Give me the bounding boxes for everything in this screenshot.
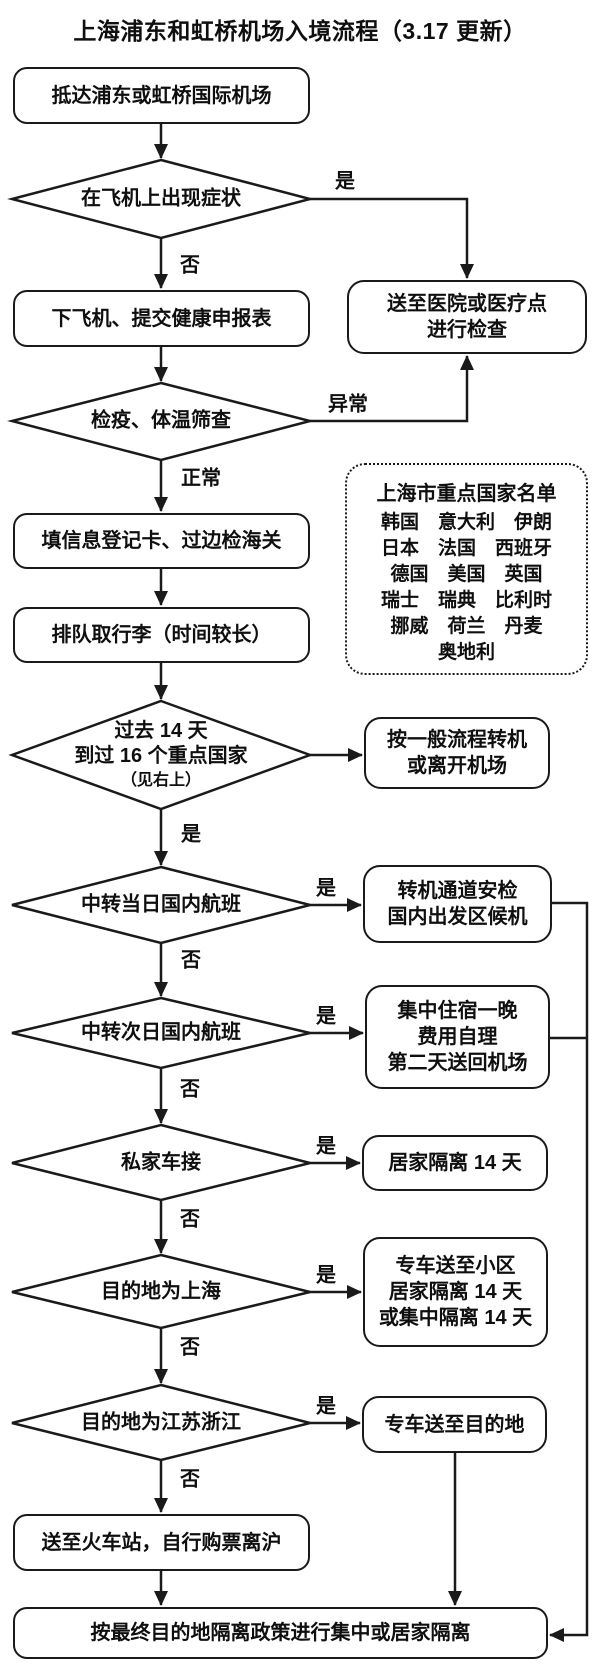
node-general-transfer: 按一般流程转机 或离开机场 — [364, 717, 550, 789]
node-train-station: 送至火车站，自行购票离沪 — [13, 1514, 310, 1571]
diamond-private-car — [11, 1123, 311, 1202]
edge-label-yes-shanghai: 是 — [316, 1264, 336, 1287]
page-title: 上海浦东和虹桥机场入境流程（3.17 更新） — [73, 18, 527, 44]
edge-label-yes-symptoms: 是 — [335, 170, 355, 193]
arrow-check-abnormal-to-hospital — [310, 355, 474, 423]
node-deplane-health-form: 下飞机、提交健康申报表 — [13, 290, 310, 347]
edge-label-no-jszj: 否 — [180, 1468, 200, 1491]
line-channel-to-final — [549, 901, 589, 1642]
node-arrive-airport: 抵达浦东或虹桥国际机场 — [13, 67, 310, 124]
node-register-customs: 填信息登记卡、过边检海关 — [13, 513, 310, 569]
edge-label-yes-sameday: 是 — [316, 877, 336, 900]
node-transfer-channel: 转机通道安检 国内出发区候机 — [363, 865, 552, 943]
node-baggage-claim: 排队取行李（时间较长） — [13, 607, 310, 663]
diamond-visited-countries — [8, 699, 314, 811]
key-countries-row: 韩国 意大利 伊朗 — [380, 512, 552, 533]
diamond-dest-jszj — [11, 1383, 311, 1462]
node-hotel-overnight: 集中住宿一晚 费用自理 第二天送回机场 — [365, 985, 550, 1089]
edge-label-yes-jszj: 是 — [316, 1395, 336, 1418]
diamond-quarantine-check — [7, 381, 315, 462]
arrow-symptoms-yes-to-hospital — [310, 197, 474, 279]
key-countries-title: 上海市重点国家名单 — [376, 483, 557, 505]
node-community-transfer: 专车送至小区 居家隔离 14 天 或集中隔离 14 天 — [363, 1237, 548, 1347]
node-home-quarantine: 居家隔离 14 天 — [362, 1135, 548, 1191]
key-countries-row: 瑞士 瑞典 比利时 — [380, 590, 552, 611]
diamond-same-day-transfer — [11, 865, 311, 945]
diamond-symptoms-on-plane — [7, 158, 315, 240]
edge-label-normal: 正常 — [181, 467, 221, 490]
diamond-next-day-transfer — [11, 996, 311, 1070]
edge-label-yes-nextday: 是 — [316, 1005, 336, 1028]
edge-label-no-nextday: 否 — [180, 1078, 200, 1101]
edge-label-abnormal: 异常 — [328, 393, 368, 416]
node-final-quarantine-policy: 按最终目的地隔离政策进行集中或居家隔离 — [13, 1607, 548, 1659]
diamond-dest-shanghai — [11, 1253, 311, 1330]
key-countries-row: 挪威 荷兰 丹麦 — [390, 616, 543, 637]
edge-label-yes-visited: 是 — [181, 823, 201, 846]
key-countries-panel: 上海市重点国家名单 韩国 意大利 伊朗 日本 法国 西班牙 德国 美国 英国 瑞… — [345, 463, 588, 675]
node-car-to-destination: 专车送至目的地 — [362, 1396, 547, 1453]
node-hospital-check: 送至医院或医疗点 进行检查 — [347, 280, 587, 354]
edge-label-no-symptoms: 否 — [180, 254, 200, 277]
edge-label-no-sameday: 否 — [181, 949, 201, 972]
key-countries-row: 奥地利 — [437, 642, 495, 663]
key-countries-row: 日本 法国 西班牙 — [380, 538, 552, 559]
key-countries-row: 德国 美国 英国 — [390, 564, 543, 585]
edge-label-yes-privatecar: 是 — [316, 1135, 336, 1158]
edge-label-no-privatecar: 否 — [180, 1208, 200, 1231]
edge-label-no-shanghai: 否 — [180, 1336, 200, 1359]
